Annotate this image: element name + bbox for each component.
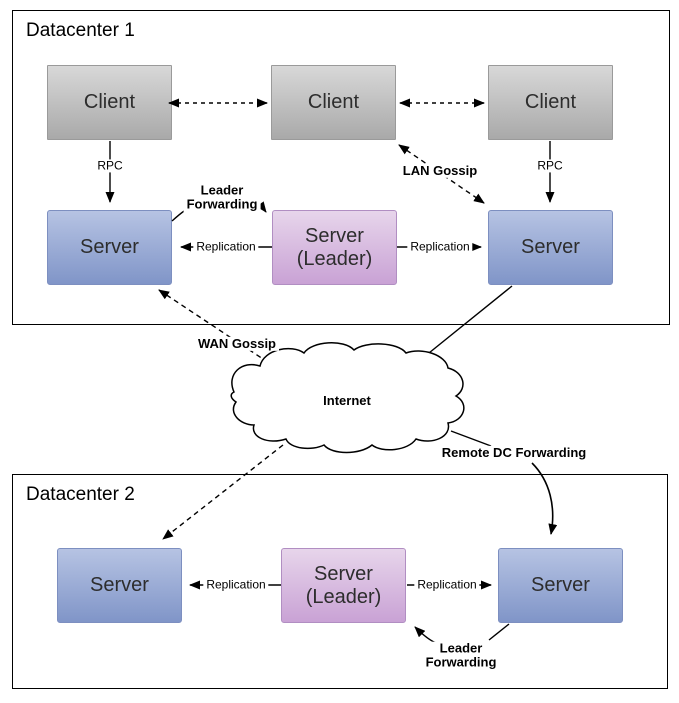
node-client-right-dc1: Client <box>488 65 613 140</box>
label-leader-forwarding-dc1: Leader Forwarding <box>183 182 261 213</box>
node-server-leader-dc1: Server (Leader) <box>272 210 397 285</box>
node-label: Server <box>90 574 149 596</box>
label-replication-dc2-left: Replication <box>203 578 269 592</box>
node-label: Server <box>314 562 373 585</box>
label-replication-dc1-left: Replication <box>193 240 259 254</box>
node-server-right-dc2: Server <box>498 548 623 623</box>
datacenter1-title: Datacenter 1 <box>26 20 135 41</box>
node-label: Server <box>305 224 364 247</box>
edge-cloud-to-remote-label <box>450 430 492 447</box>
node-sublabel: (Leader) <box>305 585 382 608</box>
label-line1: Leader <box>439 640 483 656</box>
node-server-left-dc2: Server <box>57 548 182 623</box>
node-server-left-dc1: Server <box>47 210 172 285</box>
label-wan-gossip: WAN Gossip <box>194 336 280 352</box>
node-sublabel: (Leader) <box>296 247 373 270</box>
label-line2: Forwarding <box>425 655 497 670</box>
node-label: Client <box>524 91 577 113</box>
label-leader-forwarding-dc2: Leader Forwarding <box>422 640 500 671</box>
label-remote-dc-forwarding: Remote DC Forwarding <box>438 445 590 461</box>
label-line2: Forwarding <box>186 197 258 212</box>
label-rpc-right: RPC <box>534 159 566 173</box>
node-server-right-dc1: Server <box>488 210 613 285</box>
node-label: Client <box>307 91 360 113</box>
datacenter2-title: Datacenter 2 <box>26 484 135 505</box>
label-internet: Internet <box>323 392 371 408</box>
node-client-left-dc1: Client <box>47 65 172 140</box>
label-rpc-left: RPC <box>94 159 126 173</box>
label-lan-gossip: LAN Gossip <box>399 163 481 179</box>
node-label: Server <box>80 236 139 258</box>
node-label: Client <box>83 91 136 113</box>
label-line1: Leader <box>200 182 244 198</box>
node-server-leader-dc2: Server (Leader) <box>281 548 406 623</box>
node-label: Server <box>521 236 580 258</box>
label-replication-dc1-right: Replication <box>407 240 473 254</box>
label-replication-dc2-right: Replication <box>414 578 480 592</box>
node-client-middle-dc1: Client <box>271 65 396 140</box>
node-label: Server <box>531 574 590 596</box>
